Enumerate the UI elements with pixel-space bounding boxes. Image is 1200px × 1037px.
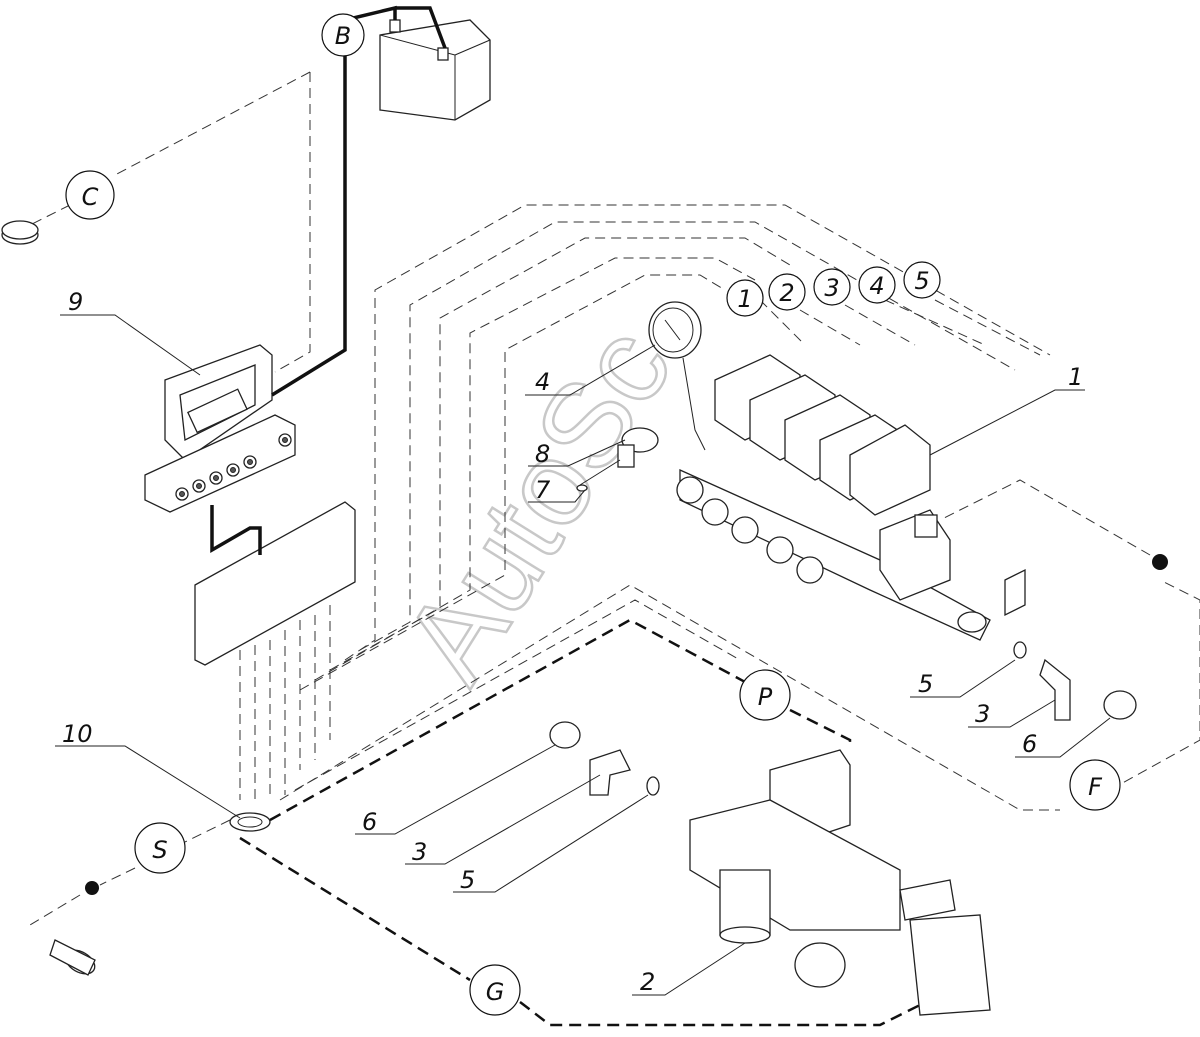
part-leader-3-right: 3 — [968, 699, 1056, 728]
line-label-1: 1 — [726, 279, 764, 317]
watermark: AutoSc — [378, 305, 697, 704]
signal-cables — [29, 71, 1200, 926]
svg-text:F: F — [1088, 773, 1103, 801]
svg-text:3: 3 — [975, 700, 990, 728]
svg-text:3: 3 — [824, 274, 839, 302]
connector-label-S: S — [134, 822, 186, 874]
right-fittings — [1013, 641, 1137, 721]
connector-label-B: B — [321, 13, 365, 57]
part-leader-5-right: 5 — [910, 659, 1016, 698]
svg-text:C: C — [82, 183, 99, 211]
connector-label-C: C — [65, 170, 115, 220]
svg-text:G: G — [486, 978, 505, 1006]
part-leader-6-lower: 6 — [355, 744, 556, 836]
svg-text:1: 1 — [1068, 363, 1083, 391]
svg-text:3: 3 — [412, 838, 427, 866]
plug-cap — [1, 220, 39, 245]
svg-text:2: 2 — [779, 279, 794, 307]
power-wires — [210, 55, 347, 555]
line-label-3: 3 — [813, 268, 851, 306]
part-leader-2: 2 — [632, 942, 746, 996]
part-leader-4: 4 — [525, 344, 656, 396]
svg-text:P: P — [758, 683, 773, 711]
speed-sensor — [49, 881, 99, 976]
svg-text:4: 4 — [869, 272, 884, 300]
connector-label-P: P — [739, 669, 791, 721]
svg-text:5: 5 — [918, 670, 933, 698]
main-control-assembly — [689, 749, 991, 1016]
svg-text:5: 5 — [914, 267, 929, 295]
svg-text:1: 1 — [737, 285, 752, 313]
pressure-gauge — [648, 301, 706, 451]
control-unit — [144, 344, 296, 513]
part-leader-8: 8 — [528, 439, 626, 468]
svg-text:2: 2 — [640, 968, 655, 996]
part-leader-3-lower: 3 — [405, 774, 601, 866]
connector-dot-F — [1152, 554, 1168, 570]
part-leader-10: 10 — [55, 720, 241, 819]
svg-text:6: 6 — [362, 808, 377, 836]
svg-text:6: 6 — [1022, 730, 1037, 758]
svg-text:9: 9 — [68, 288, 83, 316]
part-leader-1: 1 — [929, 363, 1085, 456]
elbow-fitting — [576, 427, 659, 492]
svg-text:B: B — [335, 22, 351, 50]
pressure-loop — [239, 618, 921, 1027]
svg-text:10: 10 — [62, 720, 93, 748]
line-label-5: 5 — [903, 261, 941, 299]
part-leader-5-lower: 5 — [453, 794, 649, 894]
svg-text:5: 5 — [460, 866, 475, 894]
part-leader-9: 9 — [60, 288, 201, 376]
connector-label-F: F — [1069, 759, 1121, 811]
svg-text:S: S — [152, 836, 167, 864]
part-leader-7: 7 — [528, 476, 586, 504]
svg-text:8: 8 — [535, 440, 550, 468]
junction-box — [194, 501, 356, 666]
line-label-2: 2 — [768, 273, 806, 311]
line-label-4: 4 — [858, 266, 896, 304]
svg-text:7: 7 — [535, 476, 551, 504]
section-valve-group — [676, 354, 1026, 641]
connector-label-G: G — [469, 964, 521, 1016]
lower-fittings — [549, 721, 660, 796]
battery — [344, 5, 491, 121]
part-leader-6-right: 6 — [1015, 717, 1111, 758]
svg-text:4: 4 — [535, 368, 550, 396]
